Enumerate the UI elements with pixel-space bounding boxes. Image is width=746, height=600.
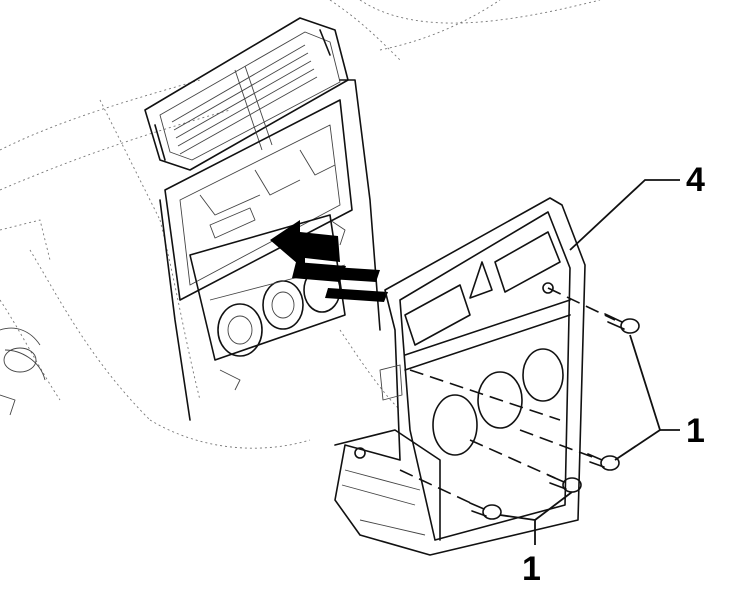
- heater-controls: [189, 214, 346, 391]
- screw: [469, 439, 582, 493]
- alignment-line: [409, 369, 561, 421]
- air-vent: [144, 17, 349, 171]
- screw: [399, 469, 502, 520]
- screw: [547, 287, 640, 334]
- callout-screws-right: 1: [686, 412, 705, 450]
- install-direction-arrow: [270, 220, 388, 302]
- screw: [519, 429, 620, 471]
- steering-column: [0, 219, 51, 416]
- console-opening: [159, 79, 381, 421]
- leader-lines: [499, 179, 680, 545]
- trim-panel: [334, 197, 586, 556]
- callout-trim-panel: 4: [686, 161, 705, 199]
- callout-screws-bottom: 1: [522, 550, 541, 588]
